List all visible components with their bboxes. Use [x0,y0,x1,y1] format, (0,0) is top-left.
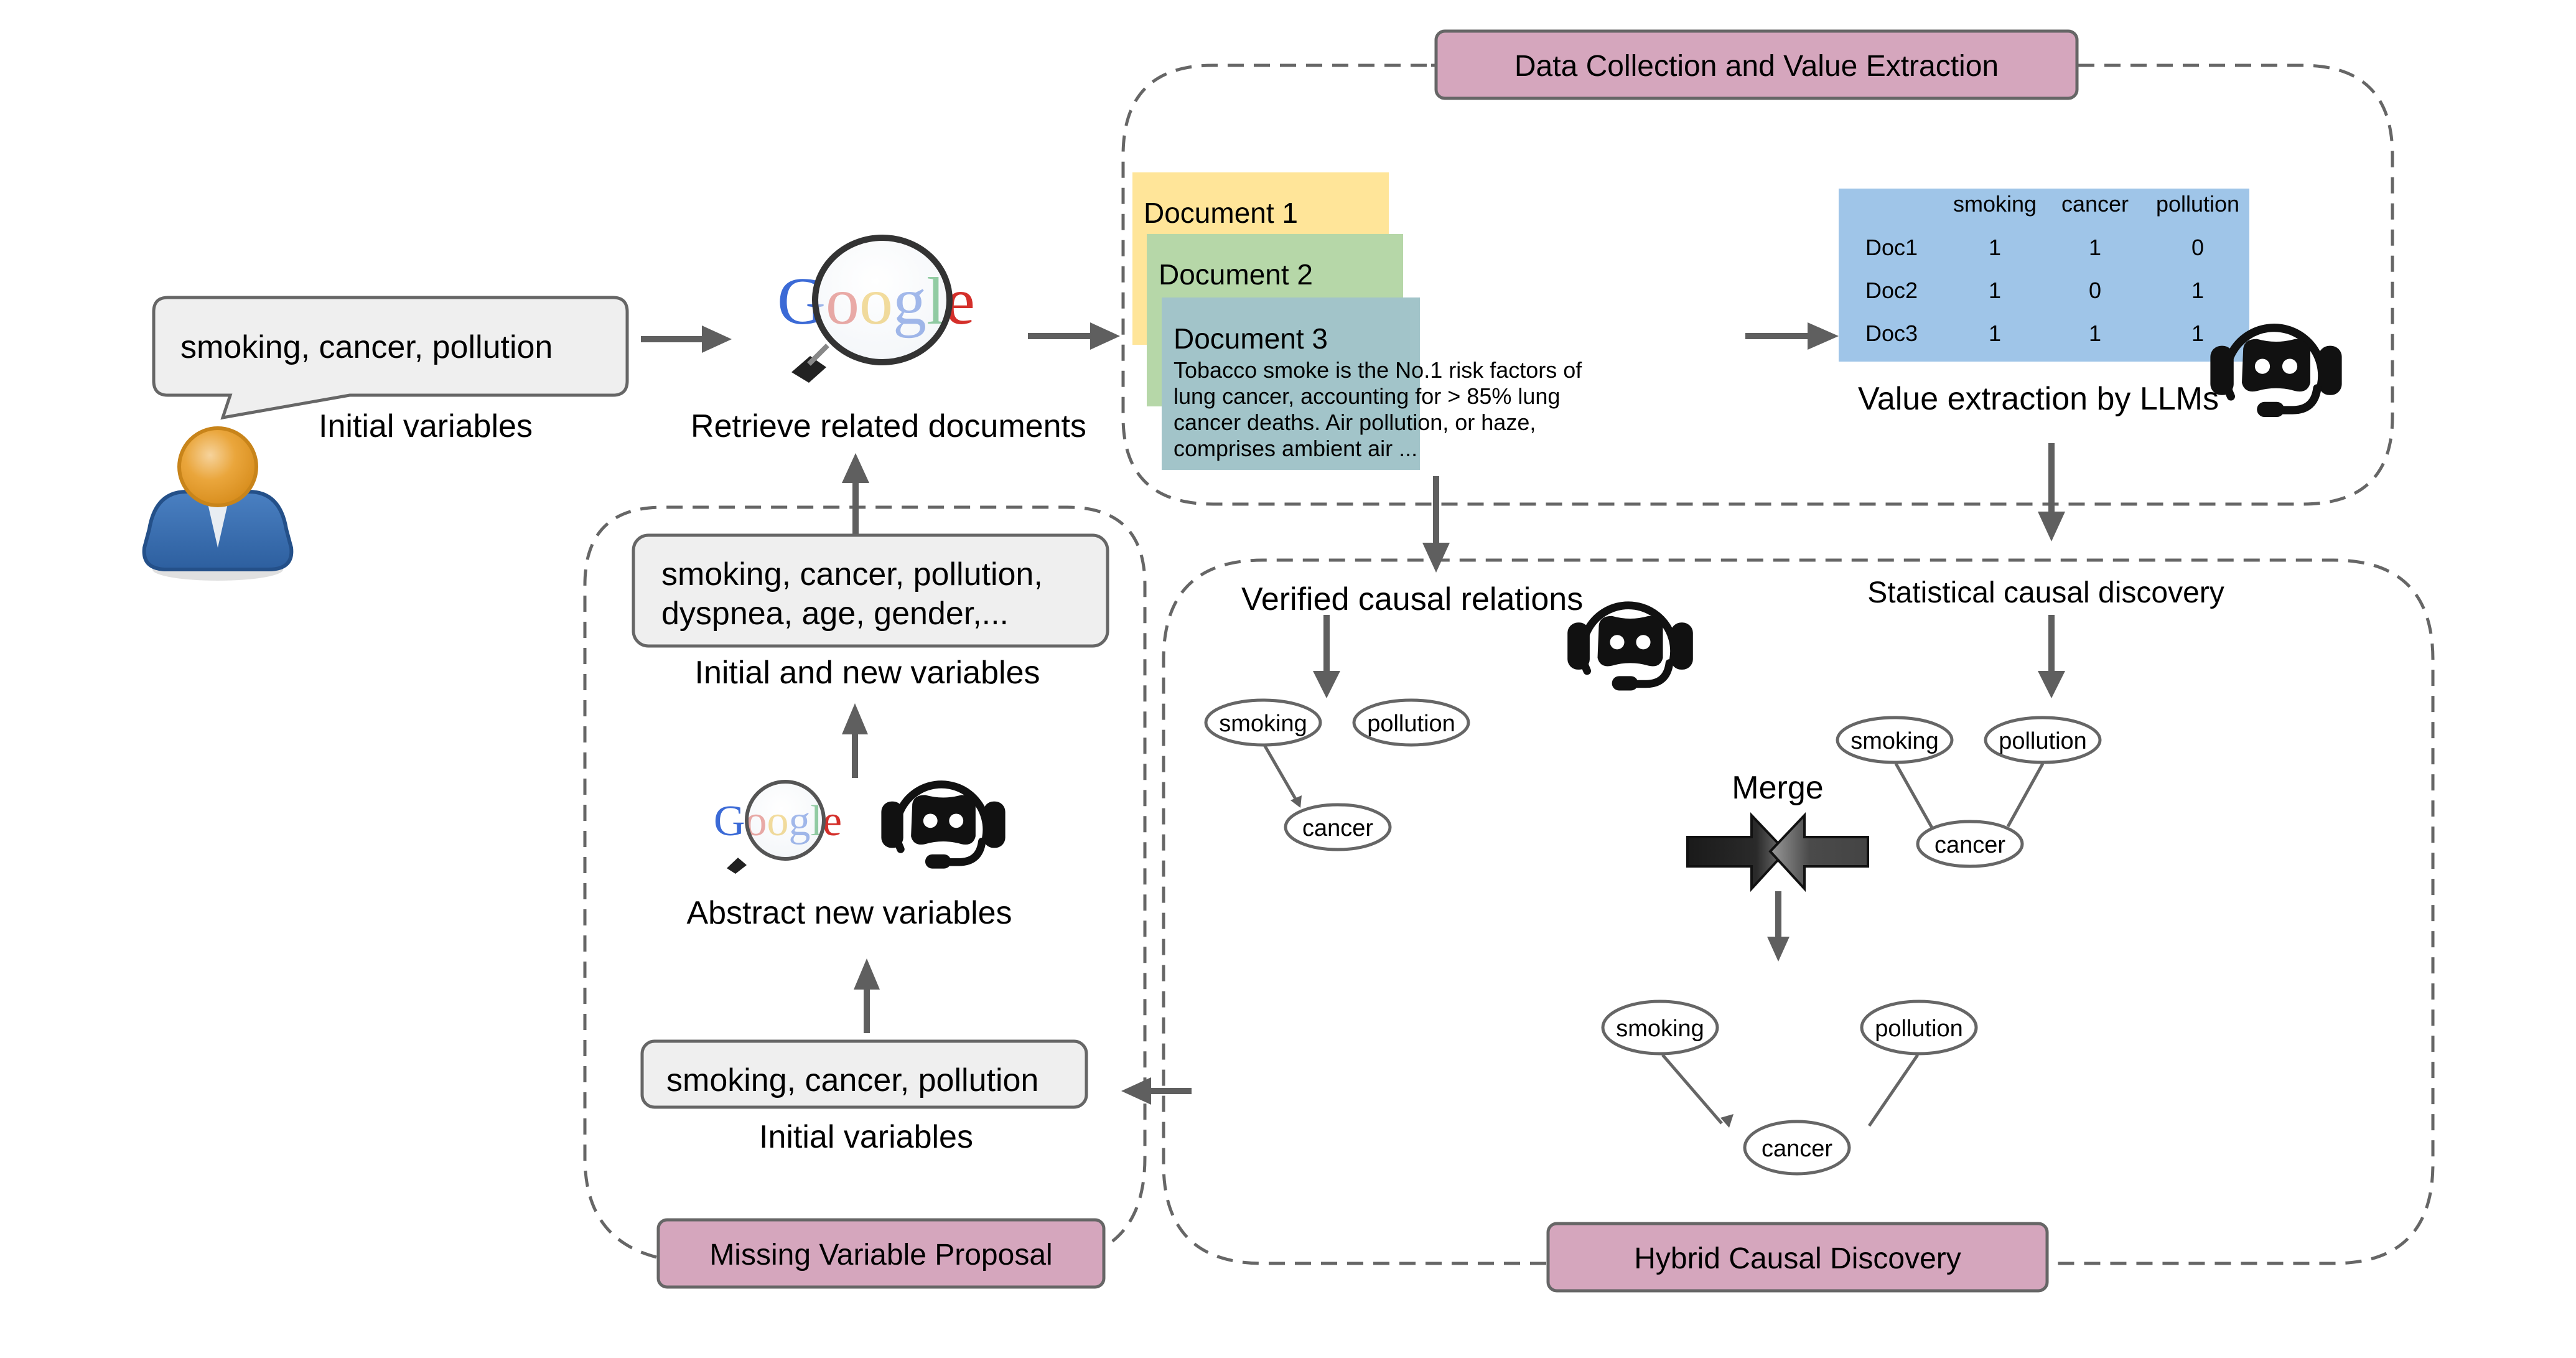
graph-node: pollution [1984,716,2102,764]
user-avatar-icon [142,426,294,581]
abstract-caption: Abstract new variables [686,895,1012,931]
initial-vars-text: smoking, cancer, pollution [666,1062,1038,1098]
arrow-head [2038,671,2065,698]
node-label: pollution [1999,728,2087,754]
node-label: cancer [1302,815,1373,841]
table-header: pollution [2156,191,2239,217]
new-variables-box: smoking, cancer, pollution, dyspnea, age… [632,533,1109,648]
merge-arrows-icon [1686,812,1869,892]
user-caption: Initial variables [319,408,533,444]
row-label: Doc3 [1865,321,1918,346]
arrow-head [702,325,732,353]
hybrid-causal-border [1162,558,2435,1265]
initial-variables-box: smoking, cancer, pollution [640,1039,1088,1109]
row-label: Doc1 [1865,235,1918,260]
graph-node: cancer [1284,803,1392,851]
statistical-caption: Statistical causal discovery [1867,576,2224,609]
node-label: smoking [1616,1016,1704,1042]
section-title: Hybrid Causal Discovery [1634,1242,1961,1275]
node-label: pollution [1367,711,1455,737]
graph-node: cancer [1743,1120,1851,1176]
document-line: lung cancer, accounting for > 85% lung [1174,383,1560,409]
table-cell: 1 [2089,235,2101,260]
llm-bot-headset-icon [1567,606,1693,691]
table-row: Doc1 1 1 0 [1865,235,2204,260]
node-label: cancer [1762,1136,1832,1162]
arrow-head [1767,937,1790,962]
graph-edge-pollution-cancer [2006,762,2045,828]
google-magnifier-icon: Google [777,235,975,383]
document-title: Document 3 [1174,322,1328,355]
graph-node: smoking [1601,1000,1719,1056]
user-speech-bubble: smoking, cancer, pollution [152,296,629,420]
arrow-head [1121,1077,1151,1105]
arrow-head [842,453,869,483]
initial-caption: Initial variables [759,1119,973,1155]
section-label-hybrid-causal: Hybrid Causal Discovery [1546,1222,2049,1293]
speech-text: smoking, cancer, pollution [180,329,553,365]
missing-variable-border [583,505,1147,1259]
graph-node: pollution [1860,1000,1978,1056]
table-cell: 0 [2191,235,2204,260]
document-card-3: Document 3 Tobacco smoke is the No.1 ris… [1162,297,1582,470]
new-vars-text: dyspnea, age, gender,... [661,596,1009,632]
table-header: cancer [2061,191,2129,217]
google-magnifier-icon-small: Google [714,780,842,874]
arrow-head [1313,671,1340,698]
arrow-head [1090,322,1120,350]
arrow-head [1422,543,1450,573]
graph-edge-smoking-cancer [1262,744,1299,802]
node-label: smoking [1219,711,1307,737]
table-cell: 1 [1989,278,2001,303]
statistical-causal-graph: smoking pollution cancer [1836,716,2102,868]
arrow-head [1808,322,1839,350]
graph-edge-pollution-cancer [1867,1054,1920,1127]
section-label-missing-variable: Missing Variable Proposal [656,1218,1106,1289]
arrow-head [854,958,880,990]
graph-edge-smoking-cancer [1661,1054,1723,1125]
retrieve-caption: Retrieve related documents [691,408,1086,444]
table-cell: 1 [2191,278,2204,303]
graph-node: pollution [1352,698,1470,747]
value-extraction-caption: Value extraction by LLMs [1858,381,2219,417]
section-label-data-collection: Data Collection and Value Extraction [1434,29,2079,100]
section-title: Missing Variable Proposal [709,1239,1052,1271]
document-line: comprises ambient air ... [1174,436,1417,461]
value-extraction-table: smoking cancer pollution Doc1 1 1 0 Doc2… [1839,189,2249,362]
graph-node: cancer [1916,820,2024,868]
table-cell: 1 [2089,321,2101,346]
table-row: Doc3 1 1 1 [1865,321,2204,346]
arrow-head [2038,512,2065,541]
table-cell: 1 [1989,235,2001,260]
new-vars-caption: Initial and new variables [695,655,1040,691]
node-label: cancer [1934,832,2005,858]
arrow-head [1290,795,1302,808]
arrow-head [842,703,868,734]
table-cell: 0 [2089,278,2101,303]
graph-node: smoking [1204,698,1322,747]
table-row: Doc2 1 0 1 [1865,278,2204,303]
table-cell: 1 [2191,321,2204,346]
merged-causal-graph: smoking pollution cancer [1601,1000,1978,1176]
verified-causal-graph: smoking pollution cancer [1204,698,1470,851]
node-label: smoking [1850,728,1939,754]
initial-vars-text: smoking, cancer, pollution, [661,556,1043,592]
graph-edge-smoking-cancer [1894,762,1934,829]
arrow-head [1720,1114,1734,1128]
document-line: cancer deaths. Air pollution, or haze, [1174,410,1536,435]
verified-caption: Verified causal relations [1241,581,1583,617]
section-title: Data Collection and Value Extraction [1514,50,1999,83]
table-header: smoking [1953,191,2037,217]
row-label: Doc2 [1865,278,1918,303]
document-title: Document 2 [1159,258,1313,291]
document-title: Document 1 [1144,197,1298,229]
node-label: pollution [1875,1016,1963,1042]
table-cell: 1 [1989,321,2001,346]
graph-node: smoking [1836,716,1954,764]
llm-bot-headset-icon [881,784,1005,868]
merge-label: Merge [1732,770,1823,806]
document-line: Tobacco smoke is the No.1 risk factors o… [1174,357,1582,383]
